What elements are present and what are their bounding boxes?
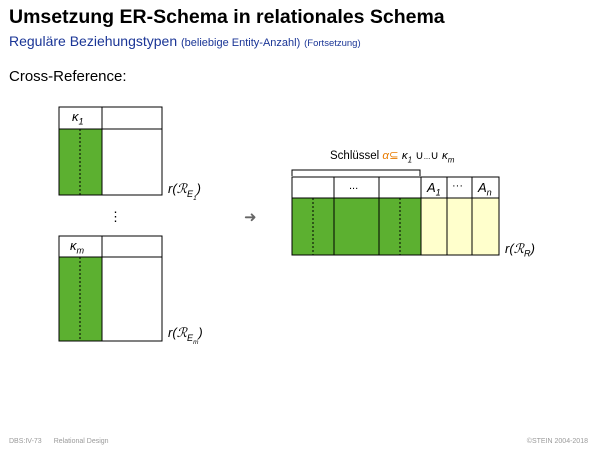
left-table-m-relation-label: r(ℛEm) [168, 325, 203, 346]
subtitle-paren: (beliebige Entity-Anzahl) [181, 37, 301, 49]
left-table-1-header: κ1 [72, 109, 84, 127]
subtitle-continuation: (Fortsetzung) [304, 38, 361, 49]
slide-subtitle: Reguläre Beziehungstypen (beliebige Enti… [9, 33, 361, 49]
vertical-ellipsis: ⋮ [109, 209, 122, 224]
footer-left: DBS:IV-73 Relational Design [9, 438, 109, 445]
right-table-green-area [292, 198, 421, 255]
right-table-attr-last: An [478, 180, 492, 198]
slide-title: Umsetzung ER-Schema in relationales Sche… [9, 6, 445, 28]
right-table-attr-dots: ··· [452, 180, 463, 192]
footer-slide-id: DBS:IV-73 [9, 438, 42, 445]
right-table-border [291, 176, 500, 256]
left-table-m-header: κm [70, 238, 85, 256]
left-table-1-relation-label: r(ℛE1) [168, 181, 201, 202]
transform-arrow-icon: ➜ [244, 209, 257, 226]
right-table-relation-label: r(ℛR) [505, 241, 535, 259]
right-table-attr-first: A1 [427, 180, 441, 198]
left-table-m [58, 235, 163, 342]
left-table-1-border [58, 106, 163, 196]
key-brace [291, 169, 421, 176]
right-table [291, 176, 500, 256]
key-label: Schlüssel α⊆ κ1 ∪...∪ κm [330, 150, 455, 165]
subtitle-main: Reguläre Beziehungstypen [9, 33, 178, 49]
left-table-m-border [58, 235, 163, 342]
section-label: Cross-Reference: [9, 68, 127, 85]
footer-copyright: ©STEIN 2004-2018 [526, 438, 588, 445]
right-table-header-dots: ... [349, 180, 359, 192]
footer-topic: Relational Design [53, 438, 109, 445]
left-table-1 [58, 106, 163, 196]
right-table-yellow-area [421, 198, 499, 255]
